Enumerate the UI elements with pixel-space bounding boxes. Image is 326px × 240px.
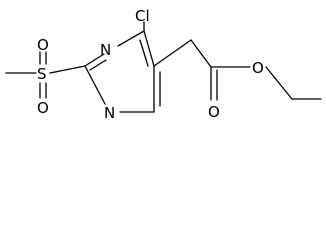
bond-c2-n1 — [84, 65, 106, 105]
bond-c4-c5-double — [139, 39, 149, 67]
bond-c2-s — [49, 65, 86, 74]
bond-oester-ch2 — [265, 66, 293, 100]
bond-c5-ch2 — [153, 39, 192, 67]
structure-canvas: Cl N N S O O O O — [5, 7, 322, 122]
bond-ch2-carbonyl — [190, 39, 212, 68]
atom-o-sulfonyl-bottom: O — [37, 99, 49, 117]
atom-cl: Cl — [135, 7, 150, 25]
bond-c5-c4 — [143, 30, 155, 67]
bond-n3-c2 — [84, 53, 105, 67]
atom-o-ester: O — [252, 59, 264, 77]
bond-n3-c2-double — [89, 59, 107, 71]
bond-c4-n3 — [117, 30, 145, 47]
atom-n-top: N — [100, 41, 111, 59]
atom-o-carbonyl: O — [208, 103, 220, 121]
atom-n-bottom: N — [104, 104, 115, 122]
atom-s: S — [37, 65, 47, 83]
chemical-structure: Cl N N S O O O O — [5, 7, 322, 122]
atom-o-sulfonyl-top: O — [37, 36, 49, 54]
